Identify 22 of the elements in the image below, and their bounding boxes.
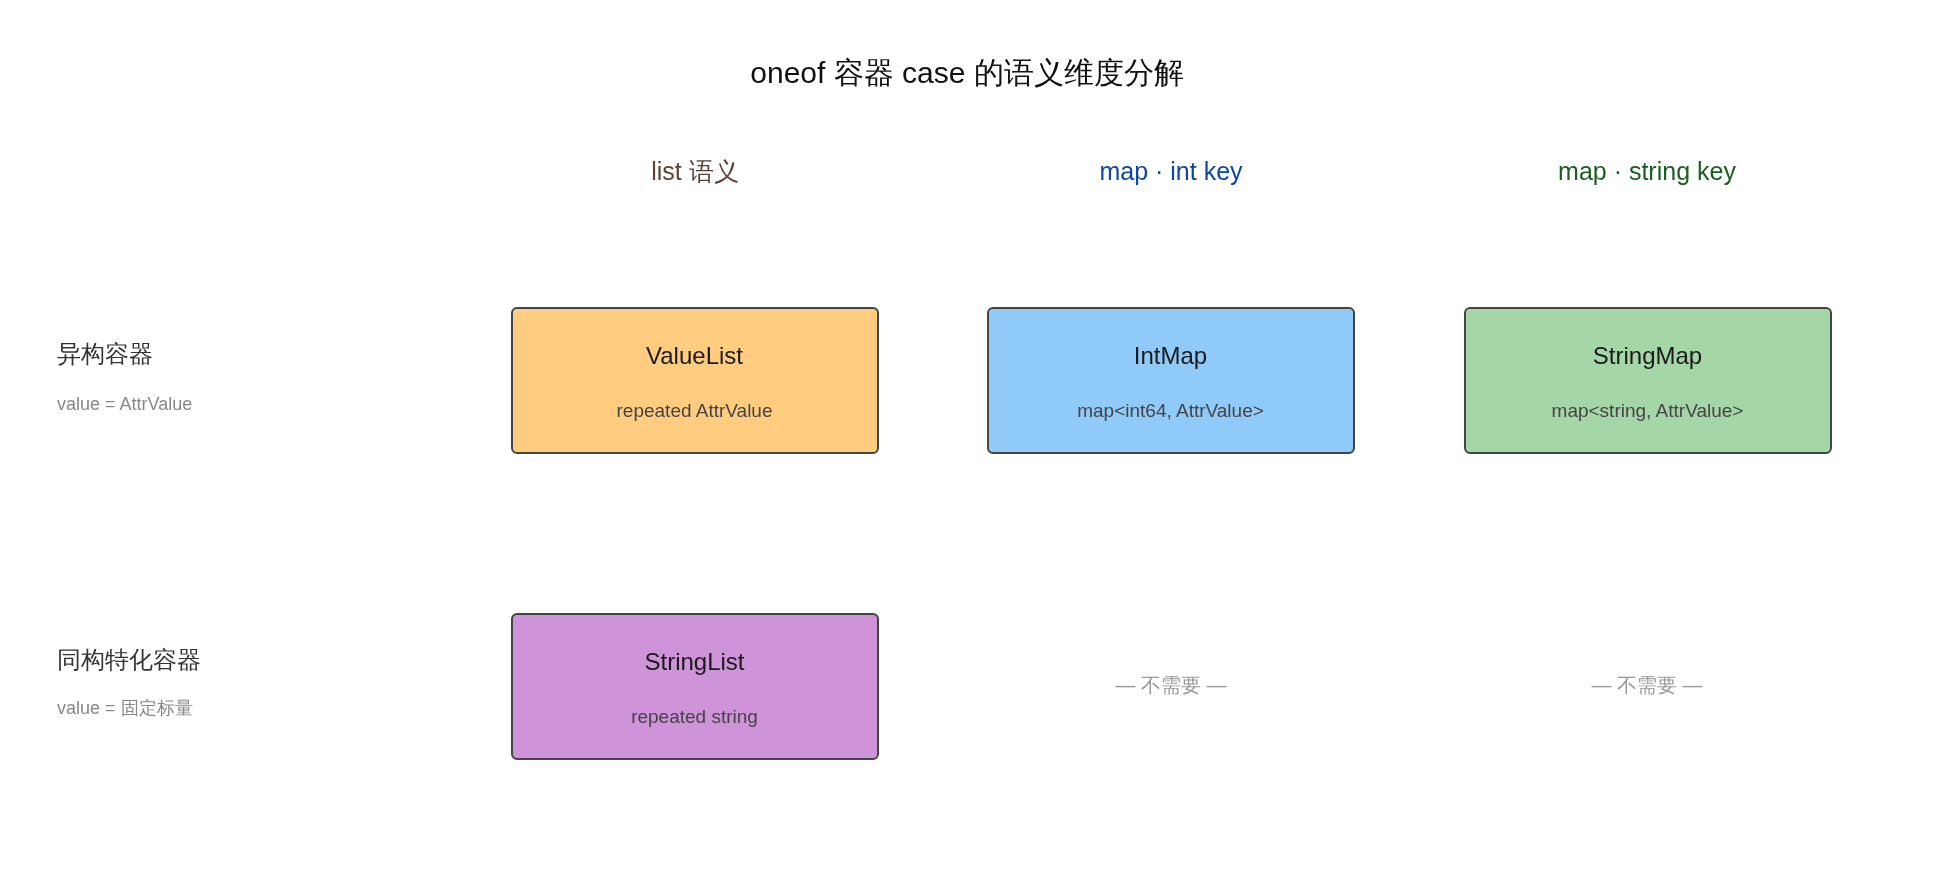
diagram-title: oneof 容器 case 的语义维度分解	[750, 55, 1184, 91]
type-card	[987, 307, 1355, 454]
column-header: map · int key	[1099, 156, 1243, 186]
column-header: list 语义	[651, 156, 739, 186]
row-header: 异构容器	[57, 340, 153, 368]
row-note: value = 固定标量	[57, 697, 193, 719]
type-name: ValueList	[646, 342, 743, 370]
type-card	[511, 613, 879, 760]
type-name: StringList	[644, 648, 745, 676]
type-definition: map<string, AttrValue>	[1551, 400, 1744, 422]
empty-cell-note: — 不需要 —	[1591, 673, 1703, 697]
row-note: value = AttrValue	[57, 393, 193, 415]
type-card	[511, 307, 879, 454]
type-name: IntMap	[1133, 342, 1208, 370]
empty-cell-note: — 不需要 —	[1115, 673, 1227, 697]
column-header: map · string key	[1558, 156, 1736, 186]
type-definition: map<int64, AttrValue>	[1077, 400, 1264, 422]
row-header: 同构特化容器	[57, 646, 201, 674]
type-card	[1464, 307, 1832, 454]
type-name: StringMap	[1592, 342, 1703, 370]
type-definition: repeated string	[631, 706, 758, 728]
type-definition: repeated AttrValue	[616, 400, 773, 422]
